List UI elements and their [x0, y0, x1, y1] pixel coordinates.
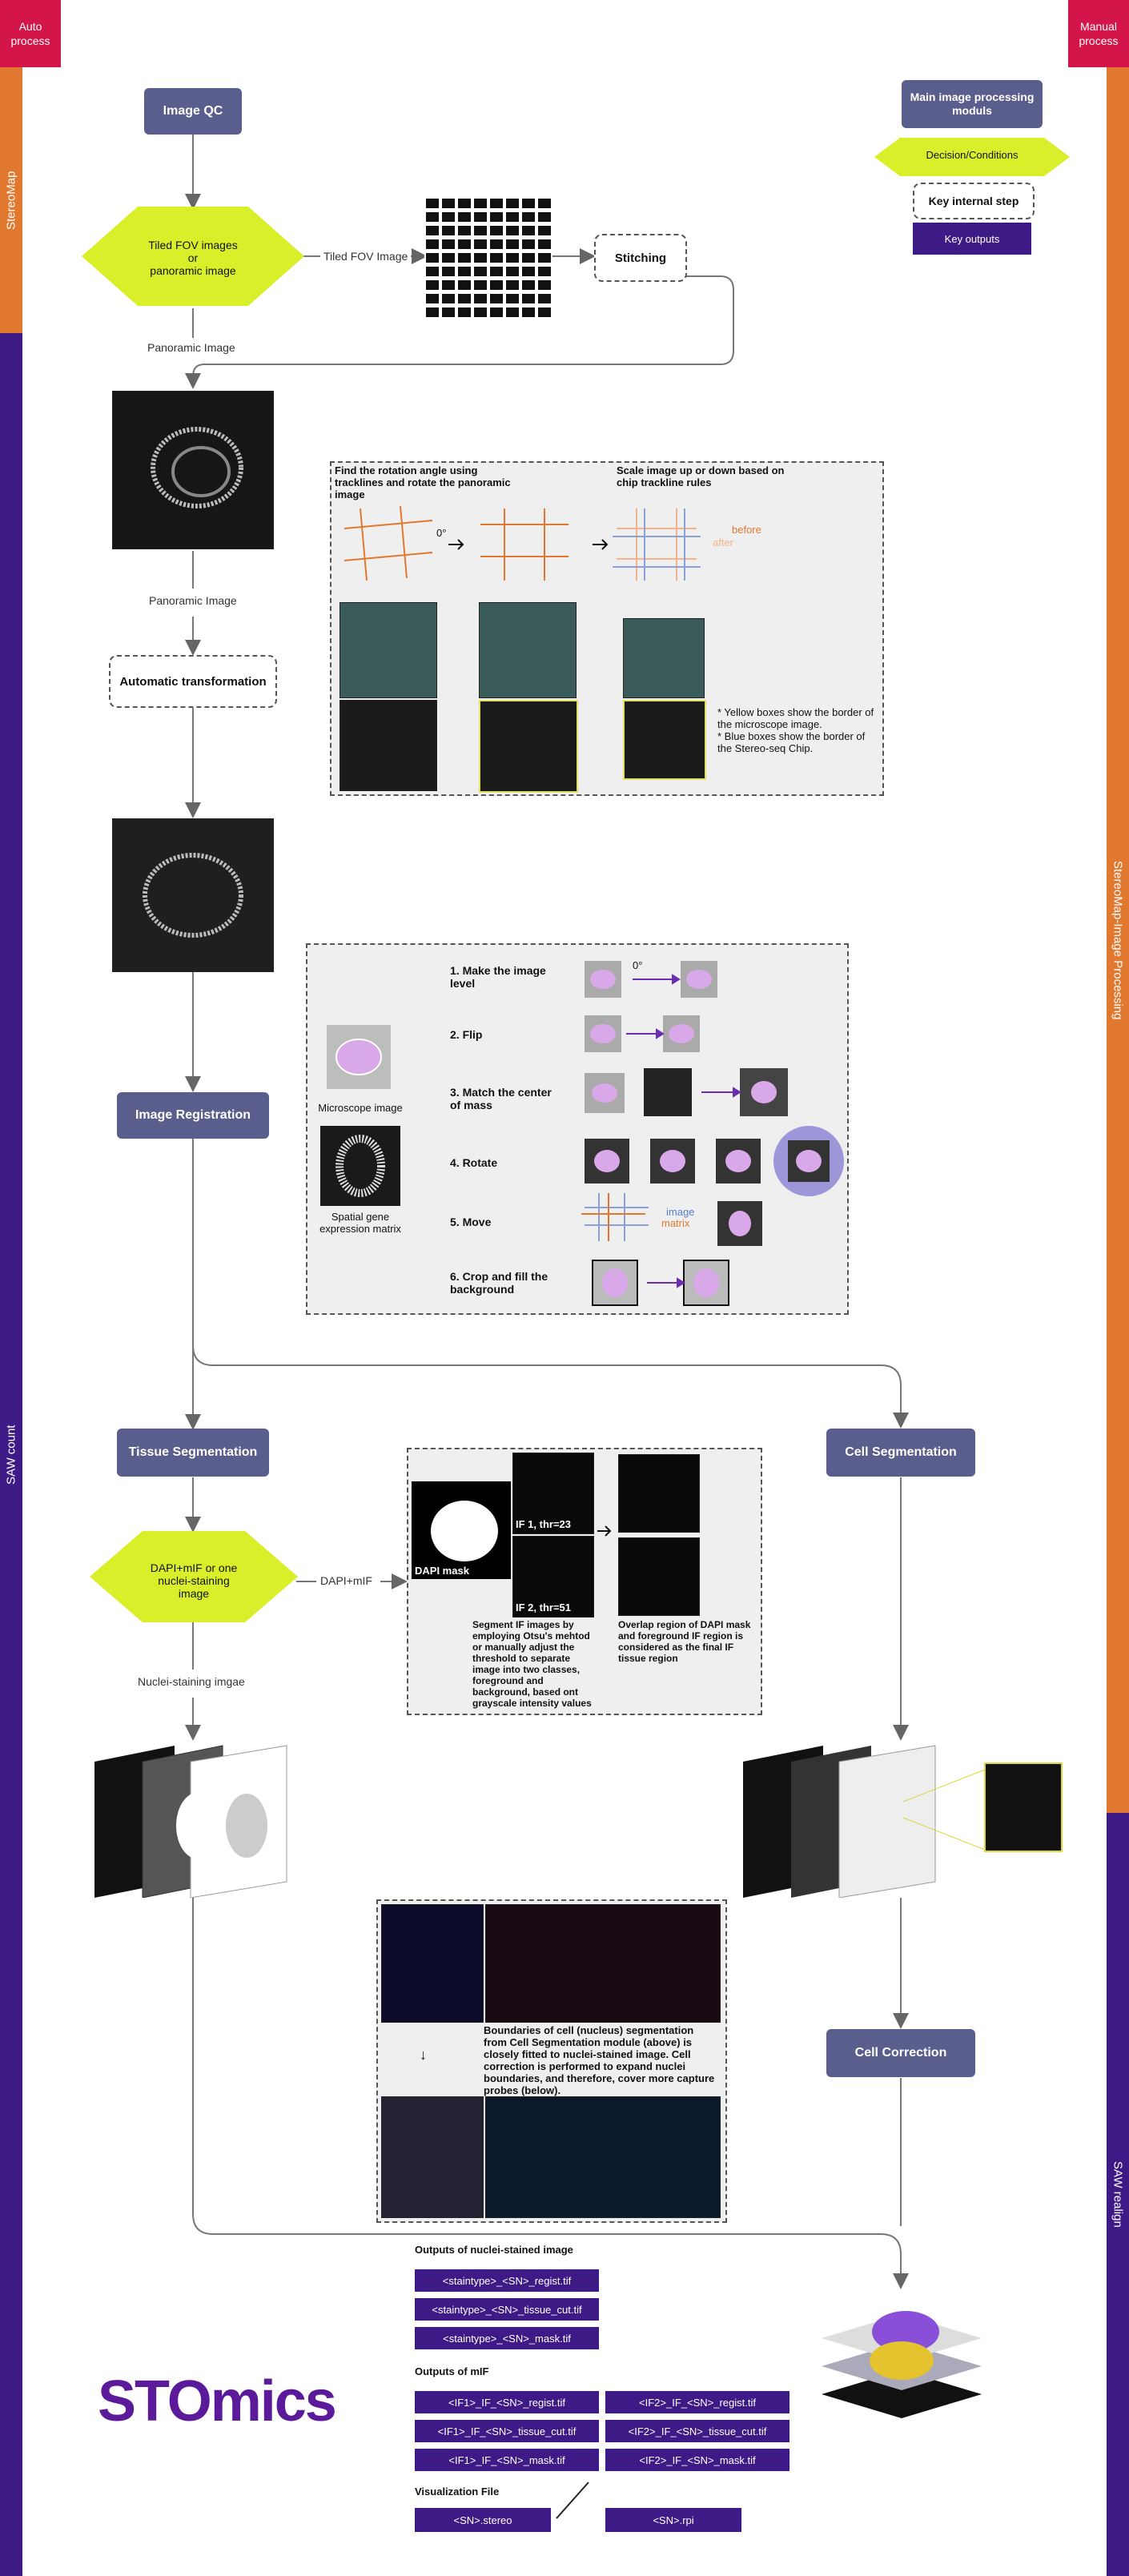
output-stereo-file[interactable]: <SN>.stereo	[415, 2508, 551, 2532]
output-if1-regist[interactable]: <IF1>_IF_<SN>_regist.tif	[415, 2391, 599, 2413]
transform-image-tracklines-3	[623, 618, 705, 698]
final-aligned-layer-stack	[822, 2311, 982, 2418]
outputs-nuclei-title: Outputs of nuclei-stained image	[415, 2244, 573, 2256]
reg-step-3: 3. Match the center of mass	[450, 1086, 552, 1111]
correction-image-top-left	[381, 1904, 484, 2023]
dapi-mask-label: DAPI mask	[415, 1565, 469, 1577]
reg-step-4: 4. Rotate	[450, 1156, 498, 1169]
auto-process-corner: Auto process	[0, 0, 61, 67]
image-registration-node[interactable]: Image Registration	[117, 1092, 269, 1139]
decision-tiled-label: Tiled FOV images or panoramic image	[148, 239, 238, 277]
overlap-image-2	[618, 1537, 700, 1616]
cell-seg-layer-stack	[743, 1745, 1063, 1898]
reg-step-1: 1. Make the image level	[450, 964, 546, 990]
legend-key-outputs: Key outputs	[913, 223, 1031, 255]
overlap-image-1	[618, 1454, 700, 1533]
band-stereomap-image-processing: StereoMap-Image Processing	[1107, 67, 1129, 1813]
cell-correction-node[interactable]: Cell Correction	[826, 2029, 975, 2077]
transform-text-scale: Scale image up or down based on chip tra…	[617, 464, 785, 488]
panoramic-image-1	[112, 391, 274, 549]
output-if2-tissue-cut[interactable]: <IF2>_IF_<SN>_tissue_cut.tif	[605, 2420, 789, 2442]
before-label: before	[732, 524, 761, 536]
spatial-matrix-thumb	[320, 1126, 400, 1206]
dapi-mif-label: DAPI+mIF	[317, 1573, 376, 1589]
microscope-image-thumb	[327, 1025, 391, 1089]
spatial-matrix-label: Spatial gene expression matrix	[319, 1211, 401, 1235]
registration-step-thumbnails	[581, 961, 844, 1306]
transform-border-note: * Yellow boxes show the border of the mi…	[717, 706, 874, 754]
output-nuclei-mask[interactable]: <staintype>_<SN>_mask.tif	[415, 2327, 599, 2349]
transform-text-rotate: Find the rotation angle using tracklines…	[335, 464, 511, 500]
reg-step-6: 6. Crop and fill the background	[450, 1270, 548, 1296]
reg-angle-label: 0°	[633, 959, 643, 971]
transform-image-tracklines-1	[340, 602, 437, 698]
tiled-fov-grid-image	[424, 197, 552, 322]
transform-image-tracklines-2	[479, 602, 577, 698]
correction-image-top-right	[485, 1904, 721, 2023]
after-label: after	[713, 536, 734, 549]
dapi-mask-image	[412, 1481, 511, 1579]
tissue-seg-layer-stack	[94, 1745, 287, 1898]
if2-image	[512, 1536, 594, 1618]
trackline-grids	[344, 505, 701, 581]
transformed-panoramic-image	[112, 818, 274, 972]
otsu-description: Segment IF images by employing Otsu's me…	[472, 1619, 592, 1709]
reg-matrix-label: matrix	[661, 1217, 690, 1229]
tiled-fov-label: Tiled FOV Image	[320, 248, 412, 264]
outputs-mif-title: Outputs of mIF	[415, 2365, 489, 2377]
decision-tiled-or-panoramic[interactable]	[82, 207, 304, 306]
transform-image-border-1	[340, 700, 437, 791]
reg-image-label: image	[666, 1206, 695, 1218]
panoramic-image-label-2: Panoramic Image	[146, 593, 240, 609]
output-if2-regist[interactable]: <IF2>_IF_<SN>_regist.tif	[605, 2391, 789, 2413]
nuclei-staining-label: Nuclei-staining imgae	[135, 1674, 248, 1690]
legend-main-module: Main image processing moduls	[902, 80, 1043, 128]
correction-image-bottom-left	[381, 2096, 484, 2218]
cell-segmentation-node[interactable]: Cell Segmentation	[826, 1429, 975, 1477]
legend-decision-label: Decision/Conditions	[926, 149, 1019, 161]
output-if1-mask[interactable]: <IF1>_IF_<SN>_mask.tif	[415, 2449, 599, 2471]
reg-step-5: 5. Move	[450, 1216, 492, 1228]
decision-dapi-or-nuclei[interactable]	[90, 1531, 298, 1622]
legend-internal-step: Key internal step	[913, 183, 1035, 219]
output-nuclei-regist[interactable]: <staintype>_<SN>_regist.tif	[415, 2269, 599, 2292]
band-saw-realign: SAW realign	[1107, 1813, 1129, 2576]
output-rpi-file[interactable]: <SN>.rpi	[605, 2508, 741, 2532]
if1-label: IF 1, thr=23	[516, 1518, 571, 1530]
output-if1-tissue-cut[interactable]: <IF1>_IF_<SN>_tissue_cut.tif	[415, 2420, 599, 2442]
visualization-file-title: Visualization File	[415, 2486, 500, 2498]
correction-down-arrow: ↓	[420, 2047, 427, 2063]
if2-label: IF 2, thr=51	[516, 1601, 571, 1614]
angle-label-transform: 0°	[436, 527, 447, 539]
reg-step-2: 2. Flip	[450, 1028, 483, 1041]
legend-decision-diamond	[874, 138, 1070, 176]
overlap-description: Overlap region of DAPI mask and foregrou…	[618, 1619, 751, 1664]
decision-dapi-label: DAPI+mIF or one nuclei-staining image	[150, 1561, 238, 1600]
correction-image-bottom-right	[485, 2096, 721, 2218]
microscope-image-label: Microscope image	[318, 1102, 403, 1114]
panoramic-image-label-1: Panoramic Image	[144, 340, 239, 356]
output-if2-mask[interactable]: <IF2>_IF_<SN>_mask.tif	[605, 2449, 789, 2471]
manual-process-corner: Manual process	[1068, 0, 1129, 67]
if1-image	[512, 1453, 594, 1534]
stitching-step[interactable]: Stitching	[594, 234, 687, 282]
tissue-segmentation-node[interactable]: Tissue Segmentation	[117, 1429, 269, 1477]
image-qc-node[interactable]: Image QC	[144, 88, 242, 135]
stomics-logo: STOmics	[98, 2369, 337, 2433]
correction-description: Boundaries of cell (nucleus) segmentatio…	[484, 2024, 715, 2096]
tissue-panel-arrow	[597, 1525, 612, 1537]
transform-image-border-2	[479, 700, 578, 793]
automatic-transformation-step[interactable]: Automatic transformation	[109, 655, 277, 708]
output-nuclei-tissue-cut[interactable]: <staintype>_<SN>_tissue_cut.tif	[415, 2298, 599, 2321]
transform-image-border-3	[623, 700, 706, 780]
